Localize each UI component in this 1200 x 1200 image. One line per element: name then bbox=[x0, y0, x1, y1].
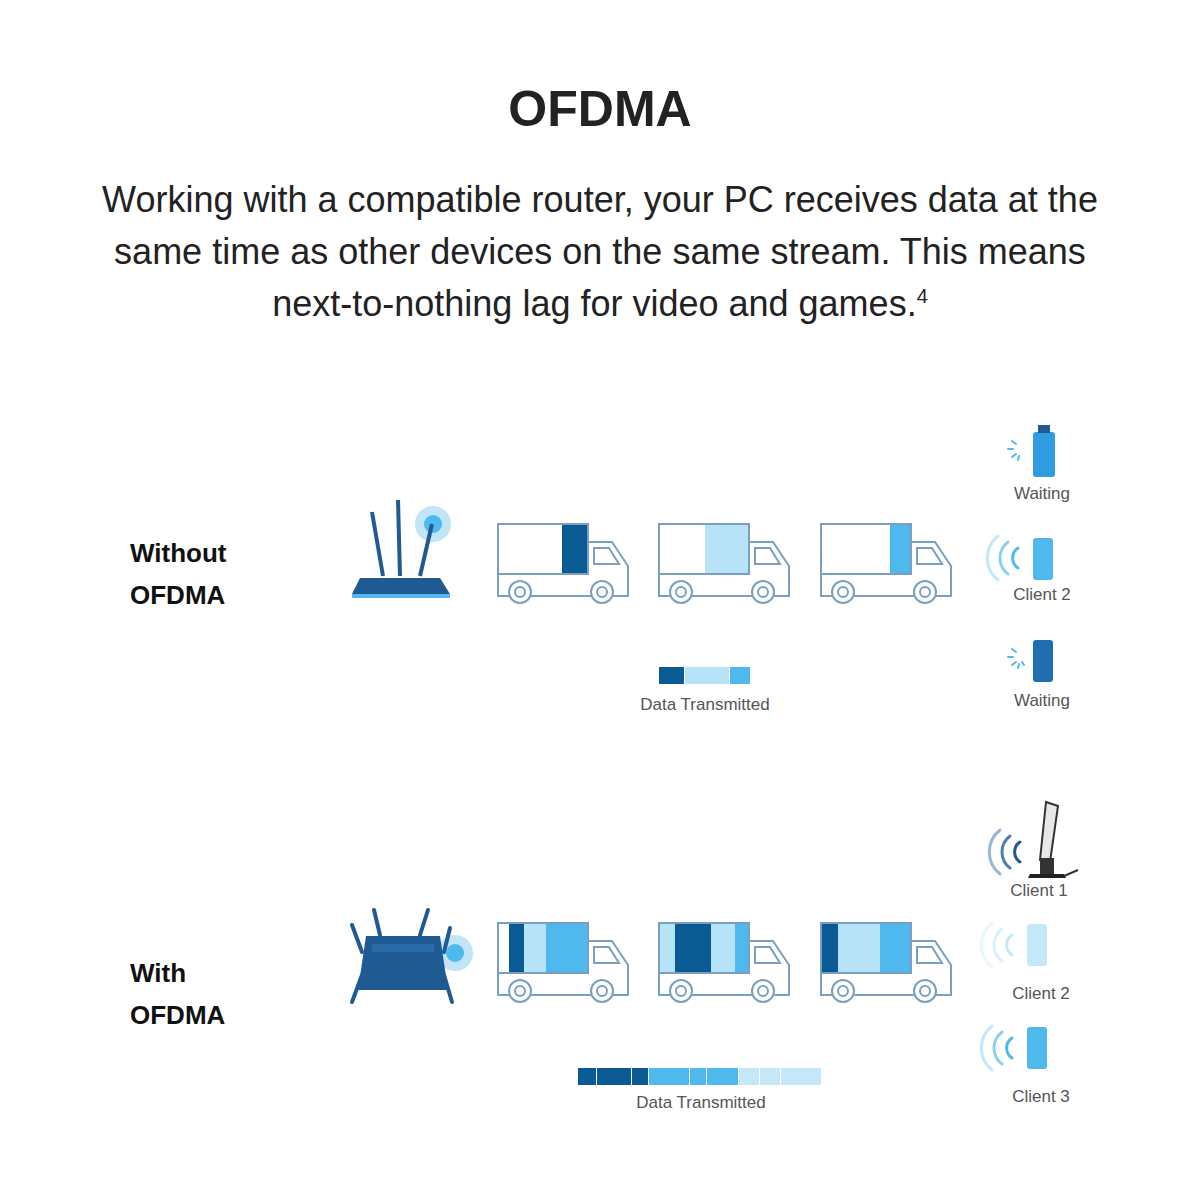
client-label: Client 2 bbox=[1013, 585, 1071, 605]
data-bar bbox=[659, 667, 750, 684]
truck-icons bbox=[498, 524, 951, 603]
data-caption: Data Transmitted bbox=[636, 1093, 765, 1113]
client-status: Waiting bbox=[1014, 691, 1070, 711]
client-label: Client 3 bbox=[1012, 1087, 1070, 1107]
data-caption: Data Transmitted bbox=[640, 695, 769, 715]
router-icon bbox=[352, 910, 473, 1002]
router-icon bbox=[352, 500, 451, 598]
caption-block: Working with a compatible router, your P… bbox=[70, 174, 1130, 330]
client-status: Waiting bbox=[1014, 484, 1070, 504]
footnote-number: 4 bbox=[917, 285, 928, 307]
client-label: Client 1 bbox=[1010, 881, 1068, 901]
truck-icons bbox=[498, 923, 951, 1002]
caption-text: Working with a compatible router, your P… bbox=[102, 179, 1098, 324]
diagram-title: OFDMA bbox=[0, 80, 1200, 138]
row-label: With OFDMA bbox=[130, 952, 270, 1036]
client-devices bbox=[981, 802, 1078, 1070]
client-devices bbox=[987, 425, 1055, 682]
data-bar bbox=[578, 1068, 821, 1085]
row-label: Without OFDMA bbox=[130, 532, 270, 616]
client-label: Client 2 bbox=[1012, 984, 1070, 1004]
